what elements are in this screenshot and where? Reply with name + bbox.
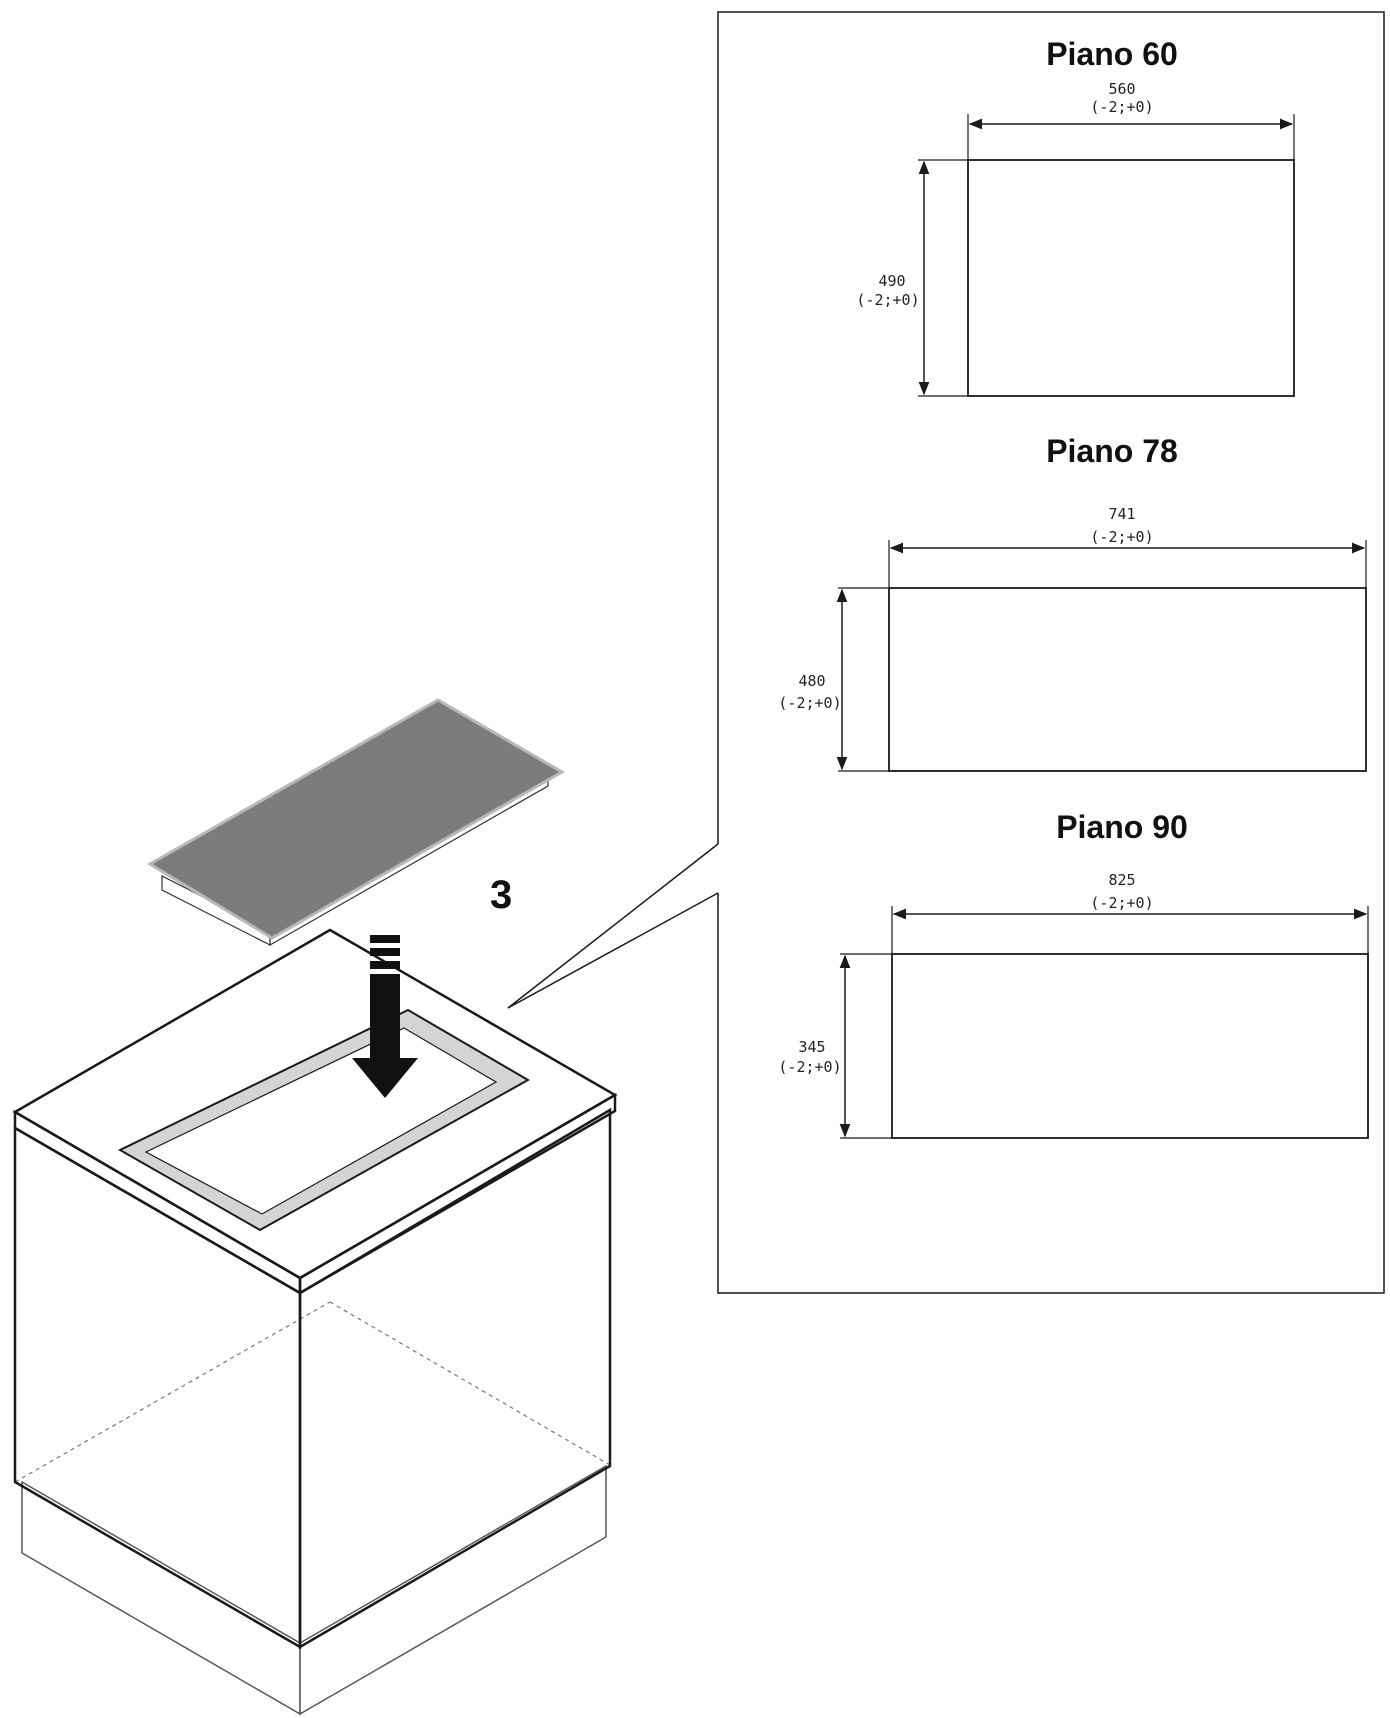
cabinet-plinth (21, 1464, 607, 1716)
panel-title: Piano 78 (1046, 433, 1178, 469)
width-tolerance: (-2;+0) (1090, 894, 1153, 912)
induction-hob (147, 698, 566, 947)
worktop (12, 928, 618, 1296)
depth-tolerance: (-2;+0) (778, 694, 841, 712)
cutout-rectangle (888, 587, 1367, 772)
insert-arrow-icon (352, 935, 418, 1098)
cutout-piano-90: Piano 90 825 (-2;+0) 345 (-2;+0) (778, 809, 1369, 1139)
cutout-piano-60: Piano 60 560 (-2;+0) 490 (-2;+0) (856, 36, 1295, 397)
worktop-cutout (117, 1008, 531, 1232)
width-value: 741 (1108, 505, 1135, 523)
step-number: 3 (490, 873, 512, 917)
width-tolerance: (-2;+0) (1090, 528, 1153, 546)
cutout-piano-78: Piano 78 741 (-2;+0) 480 (-2;+0) (778, 433, 1367, 772)
width-value: 825 (1108, 871, 1135, 889)
callout-pointer (507, 843, 719, 1009)
depth-tolerance: (-2;+0) (856, 291, 919, 309)
panel-title: Piano 60 (1046, 36, 1178, 72)
width-value: 560 (1108, 80, 1135, 98)
hidden-edges (14, 1301, 611, 1483)
depth-tolerance: (-2;+0) (778, 1058, 841, 1076)
width-tolerance: (-2;+0) (1090, 98, 1153, 116)
cutout-rectangle (891, 953, 1369, 1139)
depth-value: 480 (798, 672, 825, 690)
depth-value: 490 (878, 272, 905, 290)
depth-value: 345 (798, 1038, 825, 1056)
cabinet-illustration: 3 (12, 698, 719, 1716)
dimensions-panel: Piano 60 560 (-2;+0) 490 (-2;+0) Piano 7… (717, 11, 1385, 1294)
cutout-rectangle (967, 159, 1295, 397)
panel-title: Piano 90 (1056, 809, 1188, 845)
